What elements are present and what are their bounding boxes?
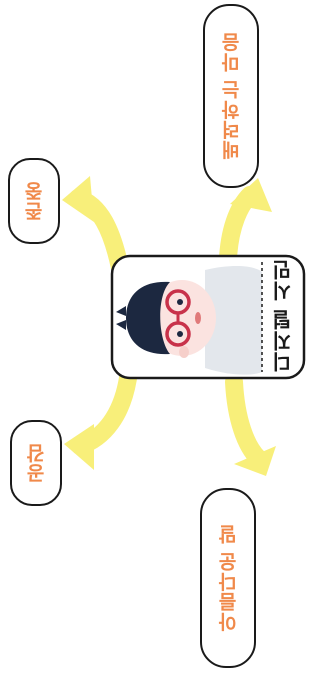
arrow-up-left bbox=[62, 176, 120, 268]
arrow-up-right bbox=[228, 178, 272, 258]
bubble-caring-heart: 배려하는 마음 bbox=[203, 4, 259, 188]
center-label-box: 디지털 시민 bbox=[262, 256, 302, 374]
bubble-beautiful-words: 아름다운 말 bbox=[200, 488, 256, 668]
center-label: 디지털 시민 bbox=[268, 259, 297, 372]
bubble-beautiful-words-text: 아름다운 말 bbox=[215, 524, 242, 632]
arrow-down-right bbox=[234, 382, 276, 476]
bubble-caring-heart-text: 배려하는 마음 bbox=[218, 32, 245, 160]
bubble-empathy-text: 공감 bbox=[23, 443, 50, 483]
arrow-down-left bbox=[64, 378, 128, 470]
bubble-empathy: 공감 bbox=[10, 420, 62, 506]
bubble-respect: 존중 bbox=[8, 158, 60, 244]
bubble-respect-text: 존중 bbox=[21, 181, 48, 221]
